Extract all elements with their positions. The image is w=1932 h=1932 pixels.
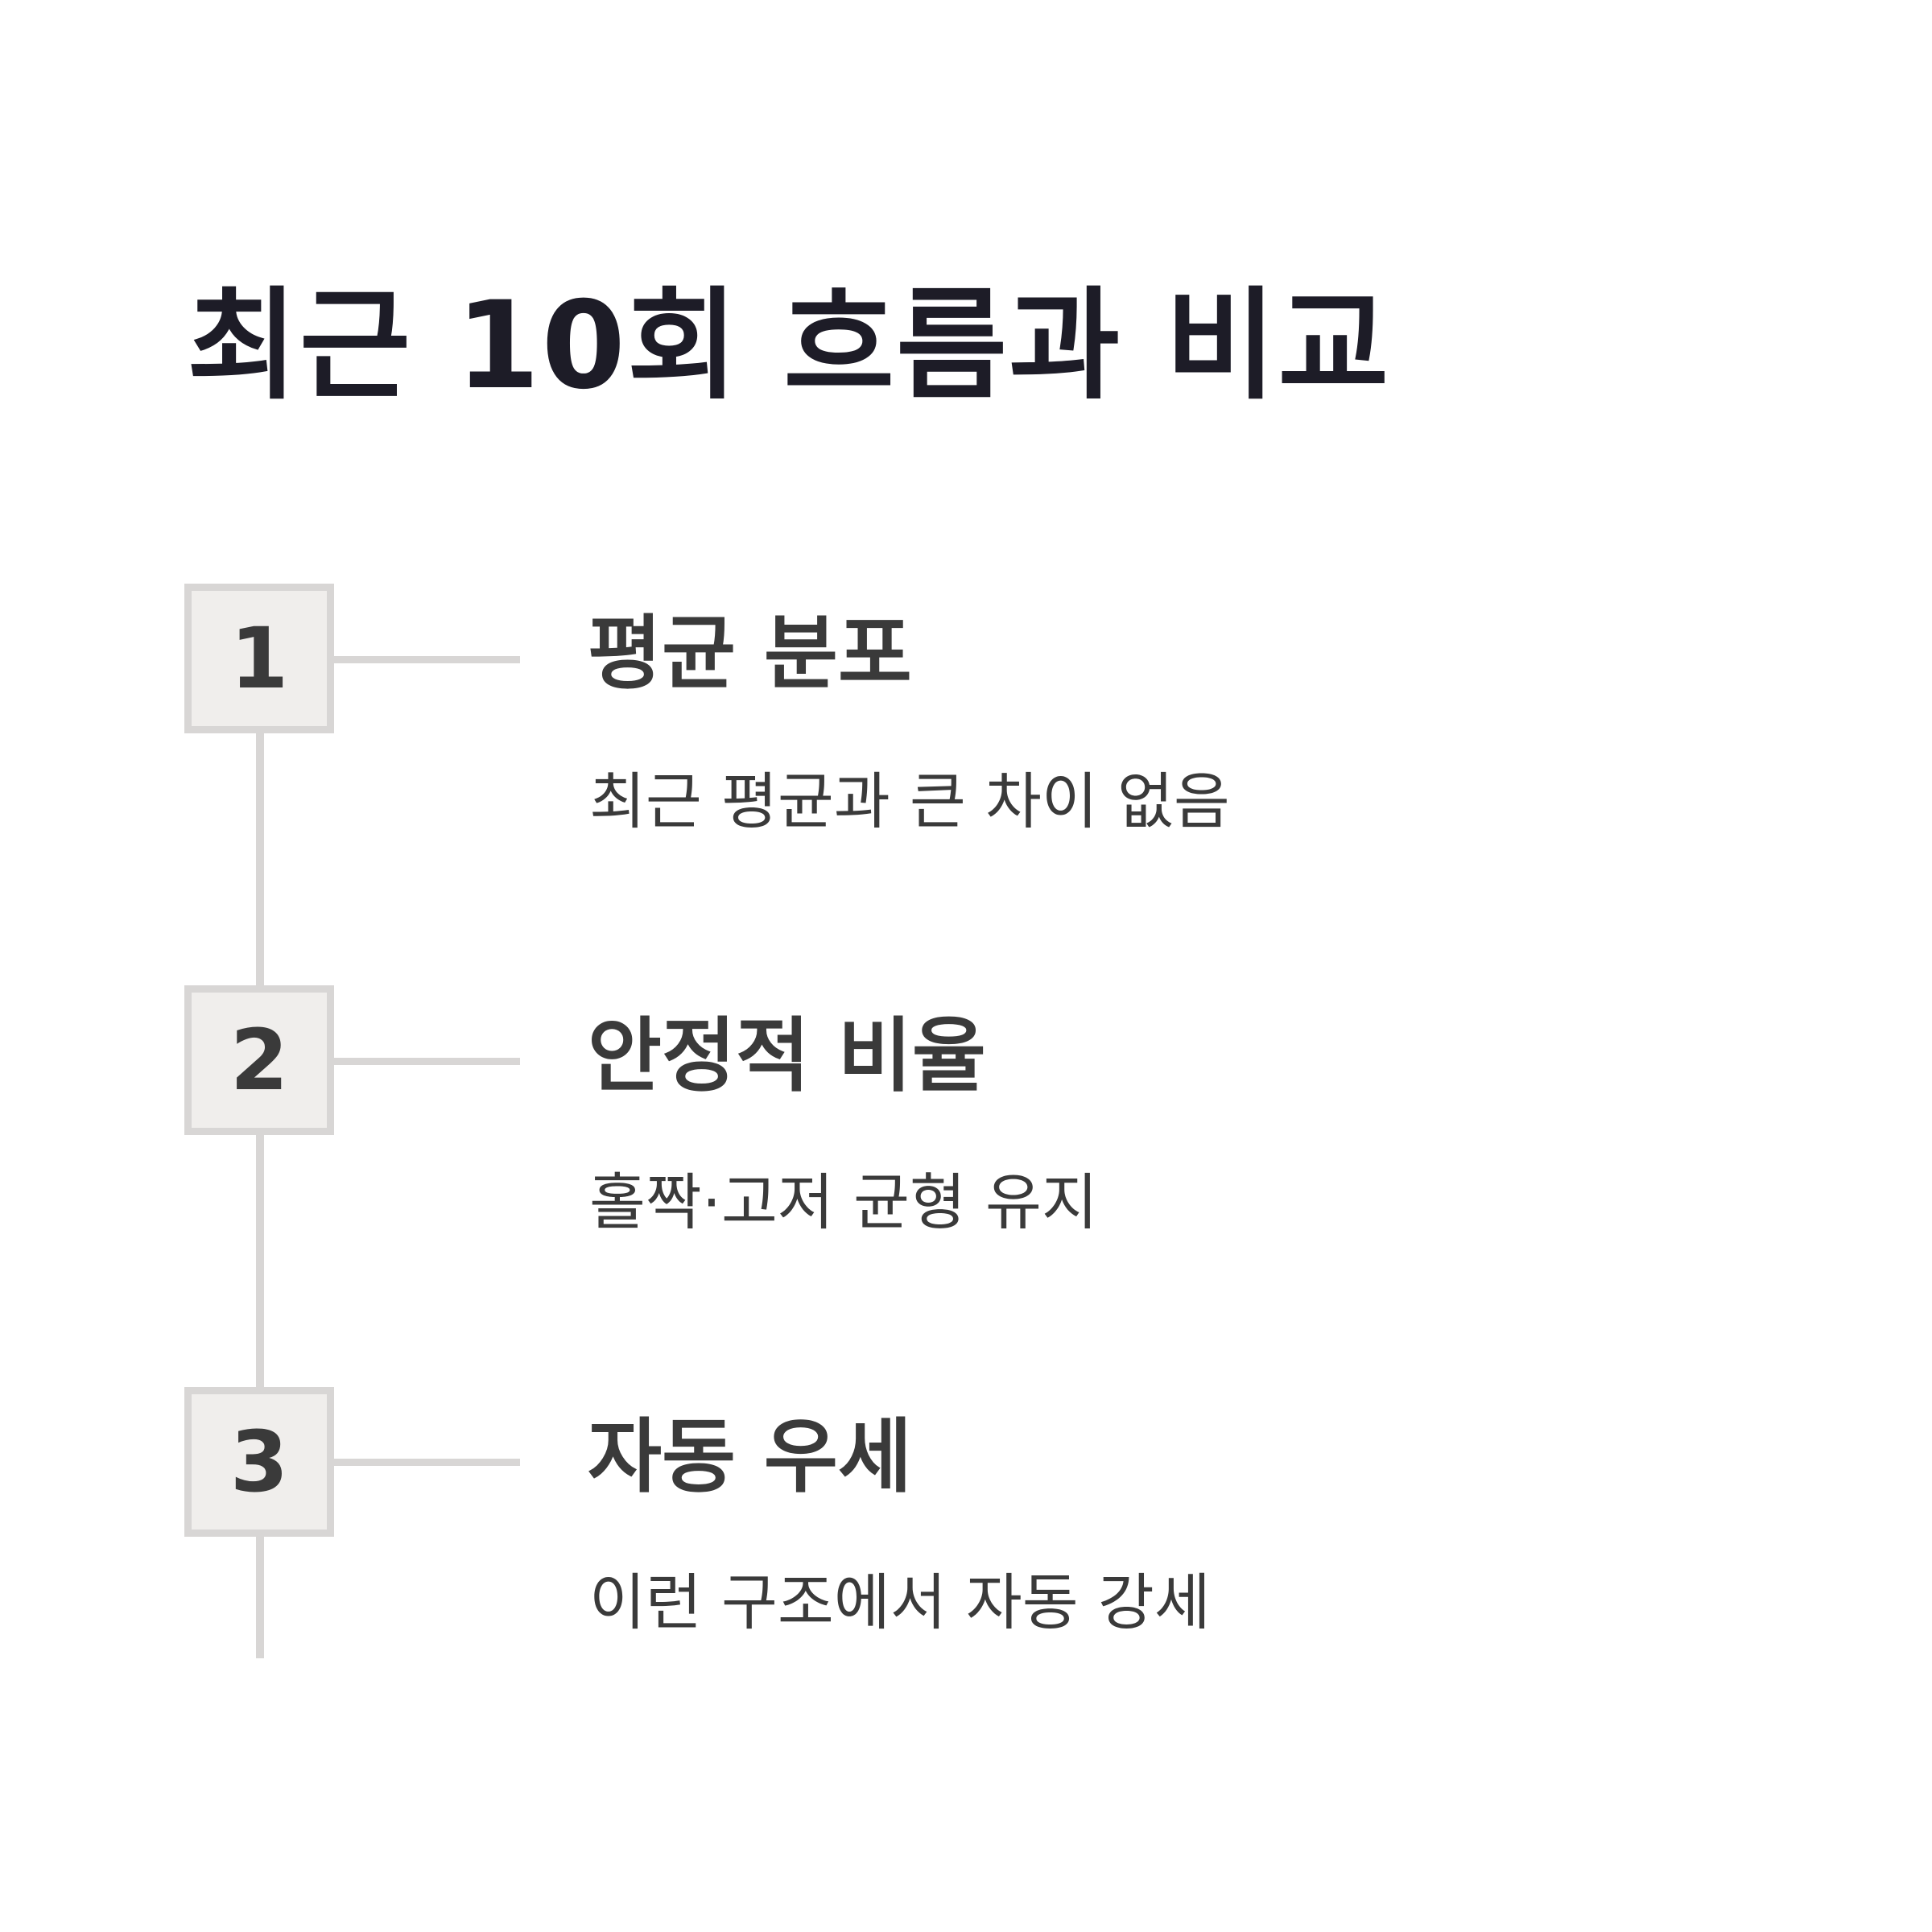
step-title: 안정적 비율	[588, 1009, 986, 1103]
step-connector	[333, 1459, 520, 1466]
step-connector	[333, 656, 520, 663]
step-description: 이런 구조에서 자동 강세	[589, 1567, 1211, 1638]
timeline-line	[256, 716, 264, 1658]
step-title: 평균 분포	[588, 606, 912, 700]
step-description: 최근 평균과 큰 차이 없음	[589, 766, 1230, 837]
page-title: 최근 10회 흐름과 비교	[187, 276, 1391, 416]
step-number-badge: 1	[184, 584, 334, 733]
step-number-badge: 2	[184, 985, 334, 1135]
step-number-badge: 3	[184, 1387, 334, 1537]
step-description: 홀짝·고저 균형 유지	[589, 1166, 1098, 1238]
step-title: 자동 우세	[588, 1410, 912, 1504]
step-connector	[333, 1058, 520, 1065]
